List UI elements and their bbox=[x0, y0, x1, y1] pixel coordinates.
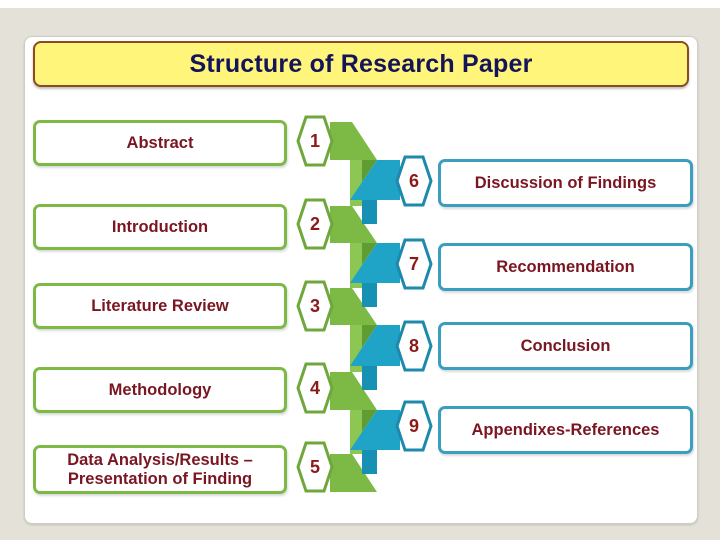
hexagon-icon bbox=[296, 441, 334, 493]
section-box-conclusion: Conclusion bbox=[438, 322, 693, 370]
hexagon-icon bbox=[296, 198, 334, 250]
section-box-methodology: Methodology bbox=[33, 367, 287, 413]
number-badge-2: 2 bbox=[296, 198, 334, 250]
number-badge-4: 4 bbox=[296, 362, 334, 414]
section-label-line1: Data Analysis/Results – bbox=[67, 450, 253, 469]
section-box-literature-review: Literature Review bbox=[33, 283, 287, 329]
number-badge-1: 1 bbox=[296, 115, 334, 167]
page-title: Structure of Research Paper bbox=[189, 49, 533, 78]
hexagon-icon bbox=[395, 238, 433, 290]
number-badge-5: 5 bbox=[296, 441, 334, 493]
title-banner: Structure of Research Paper bbox=[33, 41, 689, 87]
number-badge-8: 8 bbox=[395, 320, 433, 372]
hexagon-icon bbox=[296, 362, 334, 414]
top-margin bbox=[0, 0, 720, 8]
section-label: Introduction bbox=[111, 218, 209, 236]
section-label: Abstract bbox=[126, 134, 194, 152]
section-box-appendixes: Appendixes-References bbox=[438, 406, 693, 454]
hexagon-icon bbox=[395, 155, 433, 207]
number-badge-6: 6 bbox=[395, 155, 433, 207]
hexagon-icon bbox=[296, 115, 334, 167]
section-box-introduction: Introduction bbox=[33, 204, 287, 250]
number-badge-7: 7 bbox=[395, 238, 433, 290]
section-label-line2: Presentation of Finding bbox=[67, 469, 253, 488]
hexagon-icon bbox=[395, 320, 433, 372]
section-box-data-analysis: Data Analysis/Results – Presentation of … bbox=[33, 445, 287, 494]
number-badge-3: 3 bbox=[296, 280, 334, 332]
section-label: Conclusion bbox=[520, 337, 611, 355]
section-label: Literature Review bbox=[91, 297, 229, 315]
section-label: Methodology bbox=[108, 381, 212, 399]
section-label: Recommendation bbox=[496, 258, 635, 276]
hexagon-icon bbox=[395, 400, 433, 452]
hexagon-icon bbox=[296, 280, 334, 332]
section-box-abstract: Abstract bbox=[33, 120, 287, 166]
section-label: Discussion of Findings bbox=[474, 174, 657, 192]
number-badge-9: 9 bbox=[395, 400, 433, 452]
section-box-discussion: Discussion of Findings bbox=[438, 159, 693, 207]
section-box-recommendation: Recommendation bbox=[438, 243, 693, 291]
bottom-margin bbox=[0, 540, 720, 556]
section-label: Appendixes-References bbox=[471, 421, 660, 439]
